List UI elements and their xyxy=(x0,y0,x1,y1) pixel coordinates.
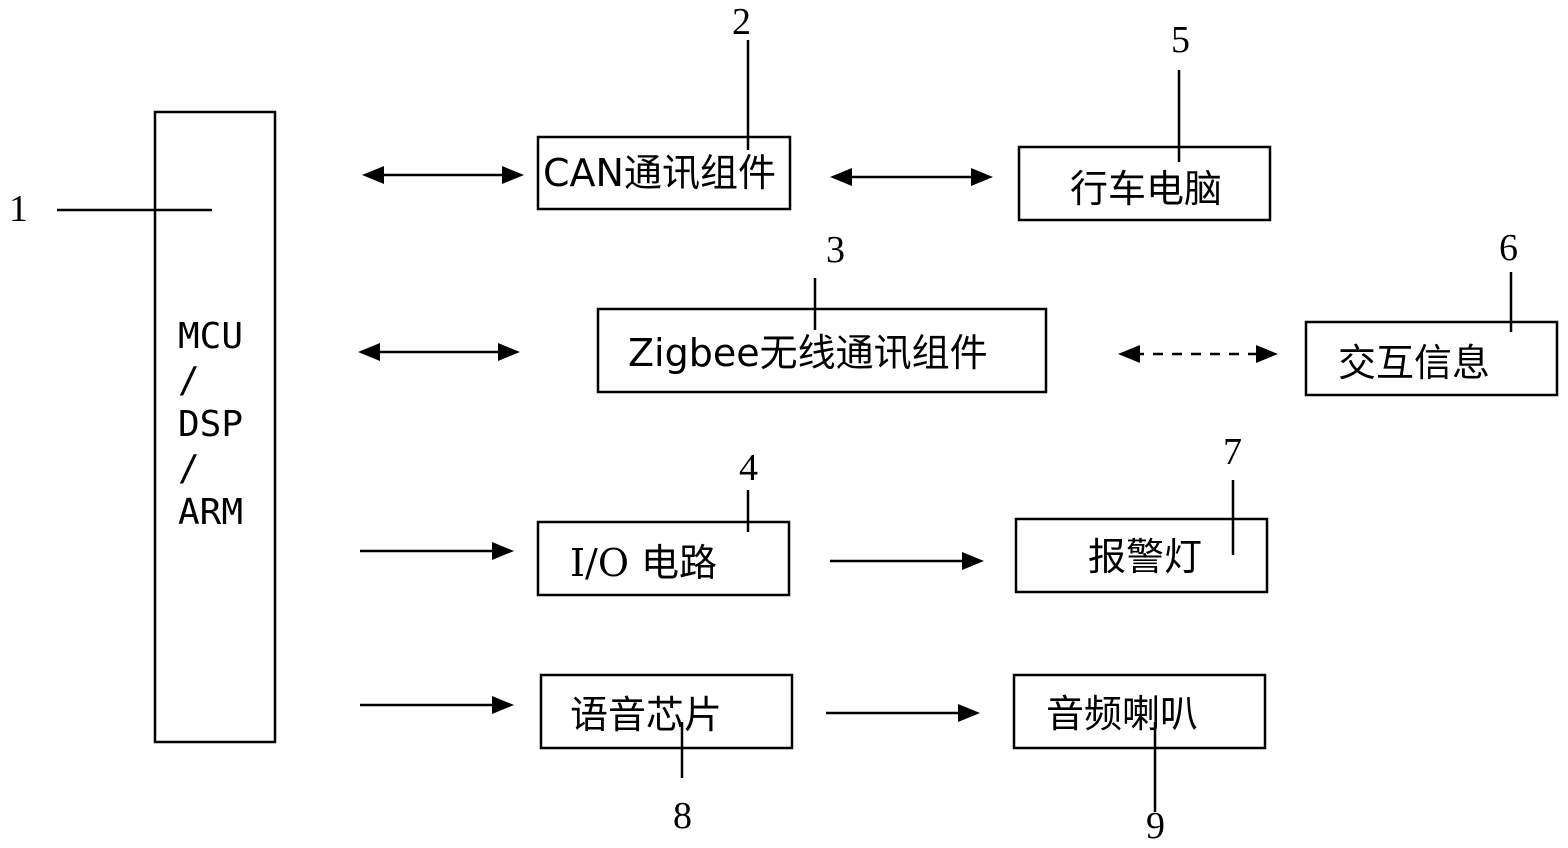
arrow-voice-speaker xyxy=(826,704,980,722)
ref-number-2: 2 xyxy=(732,1,751,43)
ref-number-4: 4 xyxy=(739,447,758,489)
ref-number-5: 5 xyxy=(1171,19,1190,61)
zigbee-block-label: Zigbee无线通讯组件 xyxy=(628,331,988,375)
ref-number-6: 6 xyxy=(1499,227,1518,269)
ref-number-9: 9 xyxy=(1146,805,1165,847)
mcu-label-sep1: / xyxy=(178,360,200,401)
ref-number-3: 3 xyxy=(826,229,845,271)
arrow-mcu-can xyxy=(362,166,524,184)
can-block-label: CAN通讯组件 xyxy=(543,151,776,195)
mcu-label-sep2: / xyxy=(178,448,200,489)
ref-number-7: 7 xyxy=(1223,431,1242,473)
arrow-mcu-voice xyxy=(360,696,514,714)
io-block-label: I/O 电路 xyxy=(570,541,717,585)
mcu-label-line2: DSP xyxy=(178,404,243,445)
ref-number-1: 1 xyxy=(9,188,28,230)
interaction-label: 交互信息 xyxy=(1338,341,1490,385)
arrow-can-trip-computer xyxy=(830,168,993,186)
alarm-label: 报警灯 xyxy=(1088,535,1202,579)
ref-number-8: 8 xyxy=(673,795,692,837)
speaker-label: 音频喇叭 xyxy=(1046,692,1198,736)
arrow-io-alarm xyxy=(830,552,984,570)
arrow-mcu-io xyxy=(360,542,514,560)
dashed-arrow-zigbee-interaction xyxy=(1118,345,1278,363)
mcu-label-line3: ARM xyxy=(178,492,243,533)
voice-chip-label: 语音芯片 xyxy=(570,693,722,737)
mcu-label-line1: MCU xyxy=(178,316,243,357)
trip-computer-label: 行车电脑 xyxy=(1070,167,1222,211)
arrow-mcu-zigbee xyxy=(358,343,520,361)
